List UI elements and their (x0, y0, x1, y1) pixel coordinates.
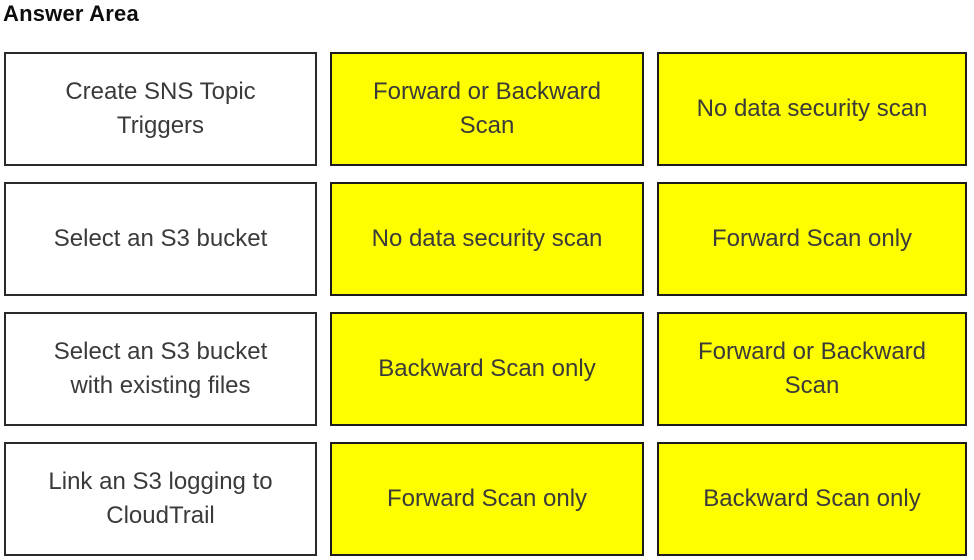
answer-option-row2-col1[interactable]: No data security scan (330, 182, 644, 296)
drop-target-create-sns-topic-triggers: Create SNS Topic Triggers (4, 52, 317, 166)
drop-target-select-an-s3-bucket-with-existing-files: Select an S3 bucket with existing files (4, 312, 317, 426)
answer-option-row1-col2[interactable]: No data security scan (657, 52, 967, 166)
answer-option-row3-col2[interactable]: Forward or Backward Scan (657, 312, 967, 426)
drop-target-link-an-s3-logging-to-cloudtrail: Link an S3 logging to CloudTrail (4, 442, 317, 556)
answer-option-row4-col1[interactable]: Forward Scan only (330, 442, 644, 556)
answer-option-row1-col1[interactable]: Forward or Backward Scan (330, 52, 644, 166)
drop-target-select-an-s3-bucket: Select an S3 bucket (4, 182, 317, 296)
answer-option-row2-col2[interactable]: Forward Scan only (657, 182, 967, 296)
answer-option-row4-col2[interactable]: Backward Scan only (657, 442, 967, 556)
answer-grid: Create SNS Topic Triggers Forward or Bac… (4, 52, 967, 556)
answer-option-row3-col1[interactable]: Backward Scan only (330, 312, 644, 426)
answer-area-title: Answer Area (3, 1, 139, 26)
